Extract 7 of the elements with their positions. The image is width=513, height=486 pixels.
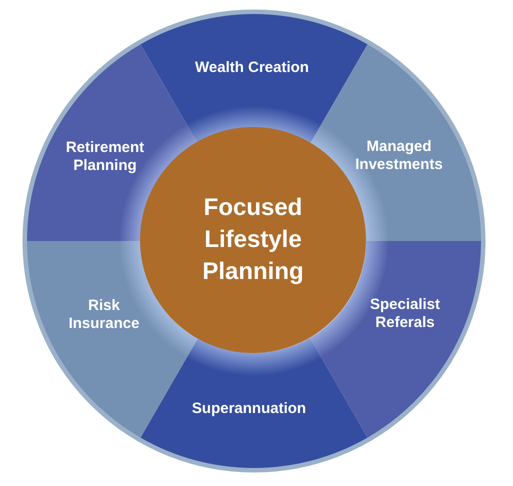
segment-label: Risk Insurance — [68, 297, 140, 333]
segment-label: Retirement Planning — [66, 139, 144, 175]
segment-label: Wealth Creation — [195, 59, 309, 77]
segment-label: Specialist Referals — [370, 296, 440, 332]
segment-label: Managed Investments — [355, 138, 443, 174]
hub-label: Focused Lifestyle Planning — [202, 193, 304, 287]
segment-label: Superannuation — [192, 400, 306, 418]
